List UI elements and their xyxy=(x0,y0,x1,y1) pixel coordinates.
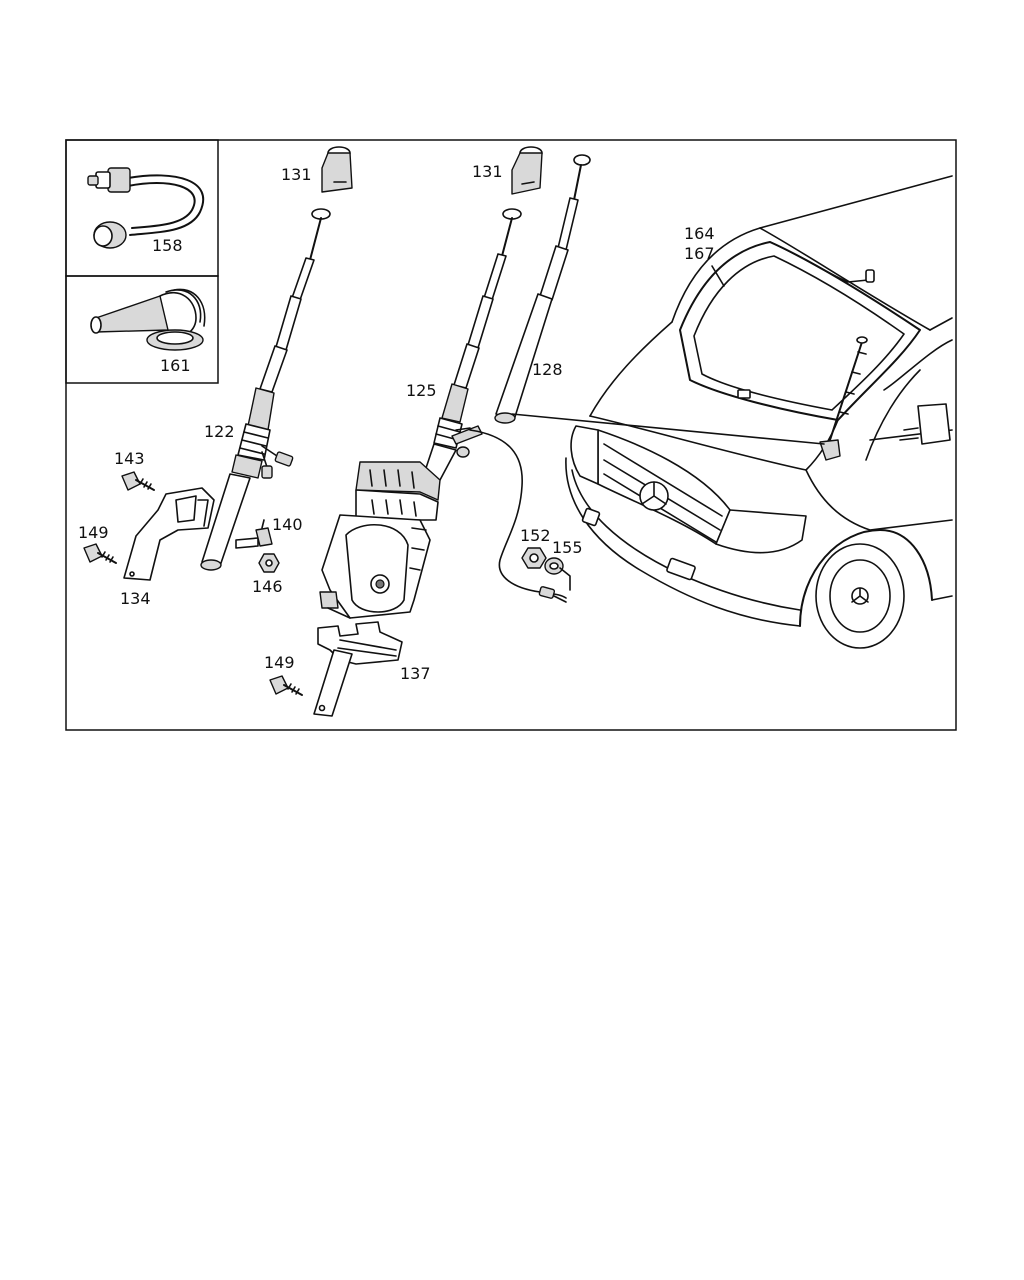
diagram-frame xyxy=(65,139,957,731)
callout-149-left: 149 xyxy=(78,523,109,542)
leader-155 xyxy=(559,567,571,591)
callout-122: 122 xyxy=(204,422,235,441)
part-131-cap-right xyxy=(511,146,543,195)
part-125-power-antenna xyxy=(319,208,567,619)
part-137-mounting-bracket xyxy=(313,621,403,717)
callout-155: 155 xyxy=(552,538,583,557)
callout-158: 158 xyxy=(152,236,183,255)
callout-161: 161 xyxy=(160,356,191,375)
callout-164: 164 xyxy=(684,224,715,243)
inset-frame-158 xyxy=(65,139,219,277)
callout-137: 137 xyxy=(400,664,431,683)
callout-143: 143 xyxy=(114,449,145,468)
part-143-bolt xyxy=(121,471,155,491)
part-131-cap-left xyxy=(321,146,353,193)
part-158-antenna-cable xyxy=(87,167,205,249)
part-161-grommet xyxy=(90,288,206,351)
inset-frame-161 xyxy=(65,275,219,384)
callout-149-bottom: 149 xyxy=(264,653,295,672)
part-128-antenna-mast xyxy=(494,154,591,424)
callout-131-left: 131 xyxy=(281,165,312,184)
callout-134: 134 xyxy=(120,589,151,608)
callout-128: 128 xyxy=(532,360,563,379)
part-149-bolt-bottom xyxy=(269,675,303,696)
callout-140: 140 xyxy=(272,515,303,534)
part-149-bolt-left xyxy=(83,543,117,564)
callout-146: 146 xyxy=(252,577,283,596)
part-134-bracket xyxy=(123,487,215,581)
callout-125: 125 xyxy=(406,381,437,400)
part-140-clip xyxy=(235,519,273,549)
callout-131-right: 131 xyxy=(472,162,503,181)
part-146-nut xyxy=(258,553,280,573)
part-122-telescopic-antenna xyxy=(200,208,331,571)
leader-164 xyxy=(711,265,725,287)
part-152-nut xyxy=(521,547,547,569)
vehicle-front-view xyxy=(511,175,953,649)
callout-167: 167 xyxy=(684,244,715,263)
part-155-washer xyxy=(544,557,564,575)
callout-152: 152 xyxy=(520,526,551,545)
